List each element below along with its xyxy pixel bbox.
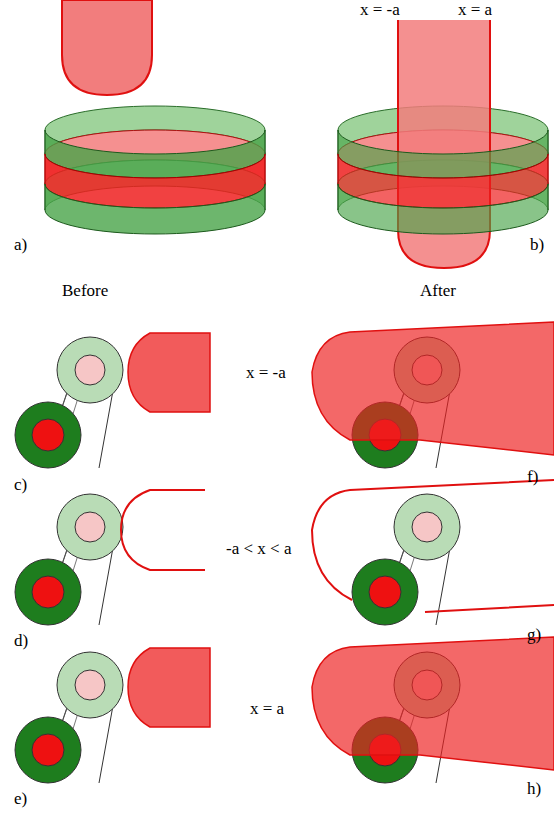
ring-b-front <box>338 130 548 234</box>
panel-letter: g) <box>527 626 541 645</box>
column-heading: Before <box>62 282 108 301</box>
position-label: x = a <box>458 1 492 20</box>
position-label: x = a <box>250 700 284 719</box>
row-g <box>312 480 554 625</box>
row-h <box>312 637 554 783</box>
panel-letter: h) <box>527 780 541 799</box>
panel-letter: b) <box>530 236 544 255</box>
position-label: x = -a <box>360 1 400 20</box>
panel-letter: e) <box>14 790 27 809</box>
position-label: -a < x < a <box>226 540 291 559</box>
panel-letter: f) <box>527 468 538 487</box>
position-label: x = -a <box>246 364 286 383</box>
ring-a <box>45 106 265 234</box>
row-f <box>312 322 554 468</box>
panel-letter: c) <box>14 476 27 495</box>
column-heading: After <box>420 282 456 301</box>
panel-letter: a) <box>14 236 27 255</box>
panel-letter: d) <box>14 632 28 651</box>
